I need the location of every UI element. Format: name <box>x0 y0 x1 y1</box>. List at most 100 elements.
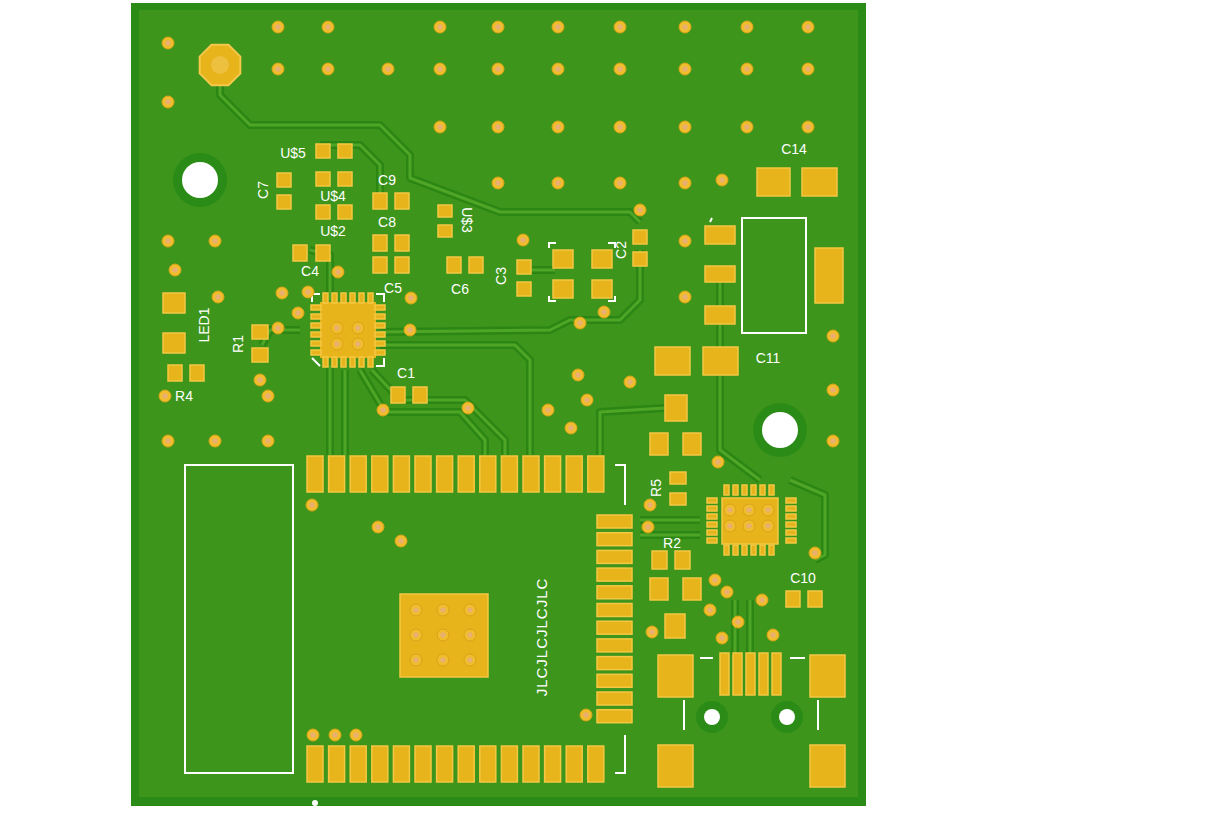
copper-pad <box>633 252 647 266</box>
via <box>624 376 636 388</box>
via-drill <box>495 180 501 186</box>
copper-pad <box>670 493 686 505</box>
via-drill <box>765 523 771 529</box>
copper-pad <box>359 293 364 303</box>
via-drill <box>413 607 419 613</box>
copper-pad <box>597 621 632 634</box>
antenna-pad-hole <box>211 56 229 74</box>
via <box>410 604 422 616</box>
via <box>209 435 221 447</box>
via <box>322 63 334 75</box>
copper-pad <box>293 245 307 261</box>
via-ring <box>262 435 274 447</box>
via <box>434 121 446 133</box>
via-ring <box>209 435 221 447</box>
via-drill <box>647 502 653 508</box>
copper-pad <box>368 293 373 303</box>
via <box>679 121 691 133</box>
via-ring <box>492 121 504 133</box>
via-ring <box>272 21 284 33</box>
via-ring <box>614 21 626 33</box>
copper-pad <box>553 250 573 268</box>
via-drill <box>520 237 526 243</box>
copper-pad <box>372 746 388 782</box>
via-ring <box>614 177 626 189</box>
via-ring <box>464 629 476 641</box>
copper-trace <box>329 365 332 455</box>
via-ring <box>704 604 716 616</box>
copper-pad <box>588 456 604 492</box>
via-drill <box>744 24 750 30</box>
via-ring <box>679 121 691 133</box>
via-drill <box>682 294 688 300</box>
via-ring <box>159 390 171 402</box>
via <box>492 63 504 75</box>
via-drill <box>467 607 473 613</box>
silkscreen-label: C4 <box>301 264 319 278</box>
via <box>827 435 839 447</box>
via-drill <box>727 523 733 529</box>
usb-outline <box>684 658 818 730</box>
via-drill <box>495 66 501 72</box>
copper-pad <box>252 325 268 339</box>
copper-pad <box>311 350 321 355</box>
via-drill <box>830 387 836 393</box>
copper-pad <box>375 323 385 328</box>
trace-clearance <box>220 65 640 222</box>
via-drill <box>440 632 446 638</box>
via-drill <box>355 341 361 347</box>
via-ring <box>464 604 476 616</box>
via-drill <box>495 124 501 130</box>
via-ring <box>332 266 344 278</box>
via-drill <box>398 538 404 544</box>
via-ring <box>352 338 364 350</box>
via <box>732 616 744 628</box>
via-ring <box>542 404 554 416</box>
hole-keepout <box>753 403 807 457</box>
copper-pad <box>323 293 328 303</box>
via-drill <box>355 325 361 331</box>
via-drill <box>215 294 221 300</box>
via-ring <box>580 709 592 721</box>
via-drill <box>577 320 583 326</box>
via-drill <box>309 502 315 508</box>
via-ring <box>756 594 768 606</box>
via-drill <box>332 732 338 738</box>
via-drill <box>770 632 776 638</box>
trace-clearance <box>380 250 640 332</box>
via-drill <box>275 66 281 72</box>
copper-pad <box>523 456 539 492</box>
via-drill <box>437 66 443 72</box>
via-drill <box>746 523 752 529</box>
silkscreen-label: C11 <box>756 351 781 365</box>
via <box>410 654 422 666</box>
copper-pad <box>658 745 693 787</box>
via <box>552 177 564 189</box>
copper-pad <box>395 257 409 273</box>
copper-pad <box>163 333 185 353</box>
copper-pad <box>437 746 453 782</box>
via <box>437 629 449 641</box>
board-edge <box>131 3 866 806</box>
via <box>709 574 721 586</box>
via-drill <box>830 438 836 444</box>
via-ring <box>212 291 224 303</box>
via <box>756 594 768 606</box>
via-ring <box>405 292 417 304</box>
copper-pad <box>658 655 693 697</box>
via-drill <box>334 325 340 331</box>
via-drill <box>172 267 178 273</box>
mounting-hole <box>762 412 798 448</box>
via <box>644 499 656 511</box>
copper-pad <box>772 653 781 695</box>
copper-pad <box>751 545 756 555</box>
via <box>492 21 504 33</box>
via-ring <box>552 177 564 189</box>
copper-pad <box>458 456 474 492</box>
copper-pad <box>720 653 729 695</box>
copper-pad <box>252 348 268 362</box>
via <box>517 234 529 246</box>
via <box>712 456 724 468</box>
via <box>614 21 626 33</box>
copper-pad <box>665 614 685 638</box>
